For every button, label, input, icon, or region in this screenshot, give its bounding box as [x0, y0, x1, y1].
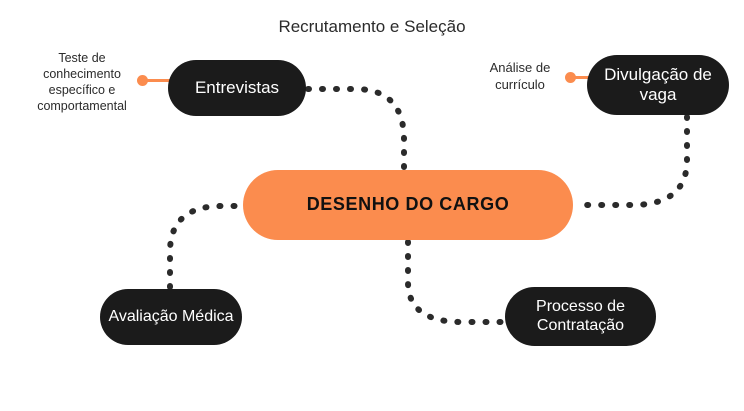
- node-desenho-do-cargo[interactable]: DESENHO DO CARGO: [243, 170, 573, 240]
- page-title: Recrutamento e Seleção: [278, 17, 466, 36]
- annotation-analise-curriculo: Análise de currículo: [489, 60, 551, 92]
- edge-divulgacao-central: [573, 114, 690, 208]
- annotation-analise-stem: [574, 76, 589, 79]
- annotation-teste-dot-icon: [137, 75, 148, 86]
- edge-avaliacao-central: [167, 203, 244, 290]
- node-entrevistas[interactable]: Entrevistas: [168, 60, 306, 116]
- edge-entrevistas-central: [305, 86, 407, 171]
- node-processo-de-contratacao[interactable]: Processo de Contratação: [505, 287, 656, 346]
- node-divulgacao-de-vaga[interactable]: Divulgação de vaga: [587, 55, 729, 115]
- annotation-analise-dot-icon: [565, 72, 576, 83]
- edge-contratacao-central: [405, 239, 506, 325]
- annotation-teste-conhecimento: Teste de conhecimento específico e compo…: [37, 51, 127, 113]
- annotation-teste-stem: [146, 79, 170, 82]
- node-avaliacao-medica[interactable]: Avaliação Médica: [100, 289, 242, 345]
